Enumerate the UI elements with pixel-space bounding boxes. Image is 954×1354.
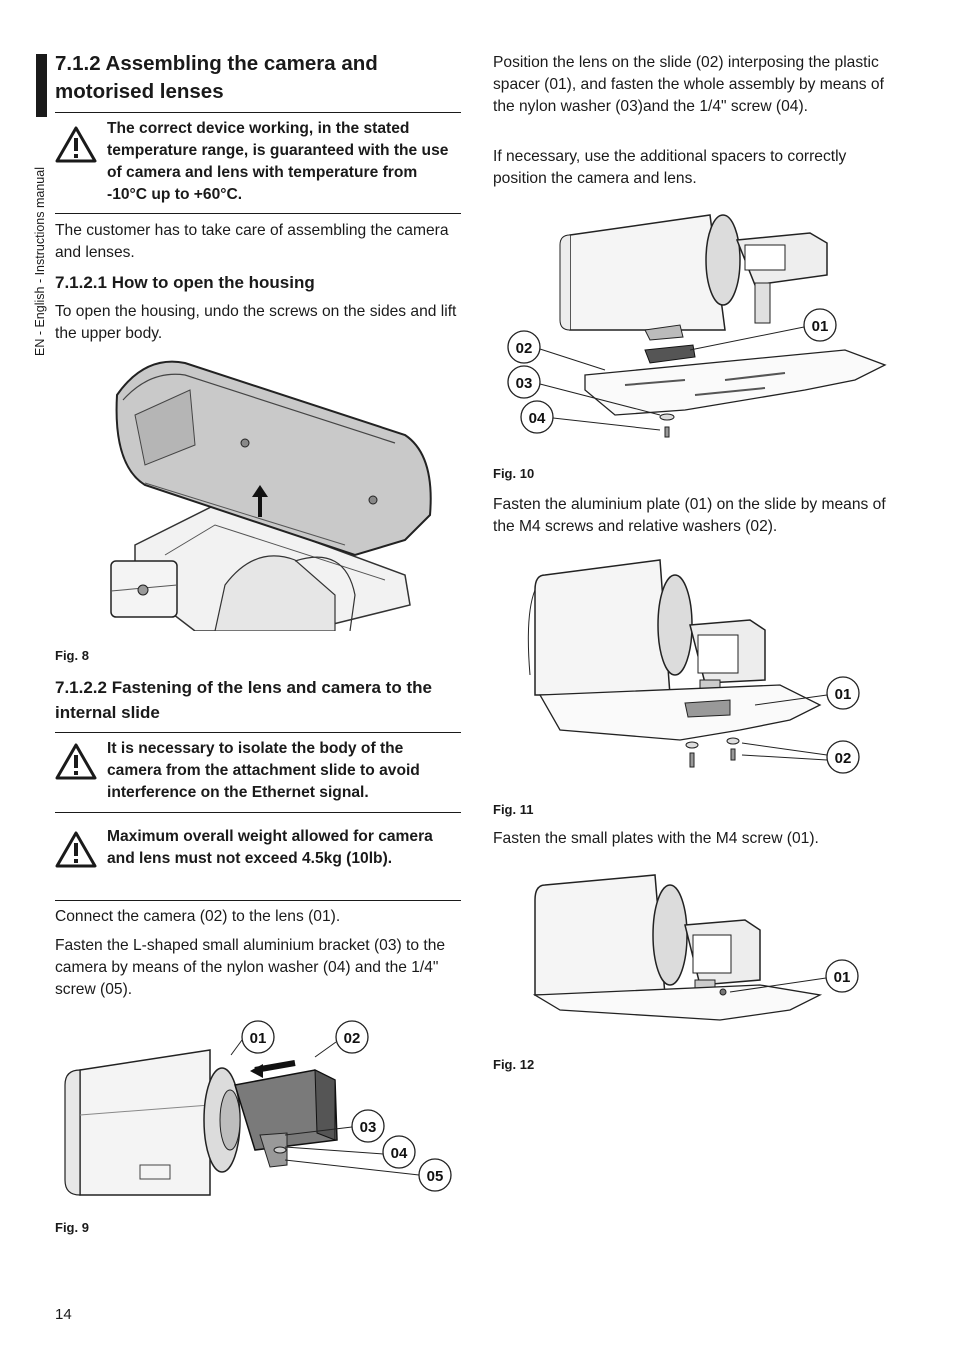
callout-label: 03: [516, 375, 533, 392]
intro-text: The customer has to take care of assembl…: [55, 222, 449, 261]
callout-label: 04: [391, 1145, 408, 1162]
warning-text-3: Maximum overall weight allowed for camer…: [107, 828, 433, 867]
divider: [55, 112, 461, 113]
callout-label: 01: [835, 686, 852, 703]
section-title: 7.1.2 Assembling the camera and motorise…: [55, 52, 378, 103]
figure-10-callouts: 01 02 03 04: [507, 308, 837, 434]
figure-9-caption: Fig. 9: [55, 1220, 89, 1235]
warning-text-2: It is necessary to isolate the body of t…: [107, 740, 420, 801]
warning-box-1: The correct device working, in the state…: [55, 118, 461, 206]
position-lens-text: Position the lens on the slide (02) inte…: [493, 54, 884, 115]
callout-label: 01: [834, 969, 851, 986]
divider: [55, 213, 461, 214]
page-number: 14: [55, 1306, 72, 1323]
warning-icon: [55, 831, 97, 868]
warning-box-3: Maximum overall weight allowed for camer…: [55, 826, 461, 870]
warning-text-1: The correct device working, in the state…: [107, 120, 449, 203]
callout-label: 01: [812, 318, 829, 335]
divider: [55, 812, 461, 813]
sidebar-label: EN - English - Instructions manual: [33, 167, 47, 356]
subsection-title-2: 7.1.2.2 Fastening of the lens and camera…: [55, 678, 432, 722]
callout-label: 03: [360, 1119, 377, 1136]
callout-label: 04: [529, 410, 546, 427]
figure-11-caption: Fig. 11: [493, 802, 534, 817]
callout-label: 01: [250, 1030, 267, 1047]
figure-9-callouts: 01 02 03 04 05: [241, 1020, 452, 1192]
left-column: 7.1.2 Assembling the camera and motorise…: [55, 50, 461, 106]
figure-12-caption: Fig. 12: [493, 1057, 535, 1072]
figure-10-slide-assembly: 01 02 03 04: [507, 214, 887, 438]
figure-10-caption: Fig. 10: [493, 466, 535, 481]
callout-label: 02: [835, 750, 852, 767]
small-plates-text: Fasten the small plates with the M4 scre…: [493, 830, 819, 847]
subsection-title-1: 7.1.2.1 How to open the housing: [55, 273, 315, 292]
callout-label: 05: [427, 1168, 444, 1185]
callout-label: 02: [344, 1030, 361, 1047]
warning-box-2: It is necessary to isolate the body of t…: [55, 738, 461, 804]
plate-text: Fasten the aluminium plate (01) on the s…: [493, 496, 886, 535]
figure-12-callouts: 01: [825, 959, 859, 993]
connect-text: Connect the camera (02) to the lens (01)…: [55, 908, 341, 925]
figure-8-housing: [110, 360, 432, 631]
figure-8-caption: Fig. 8: [55, 648, 89, 663]
open-housing-text: To open the housing, undo the screws on …: [55, 303, 457, 342]
warning-icon: [55, 126, 97, 163]
callout-label: 02: [516, 340, 533, 357]
bracket-text: Fasten the L-shaped small aluminium brac…: [55, 937, 446, 998]
section-marker-bar: [36, 54, 47, 117]
figure-11-callouts: 01 02: [826, 676, 860, 774]
figure-9-camera-lens: 01 02 03 04 05: [64, 1020, 452, 1196]
figure-12-small-plates: 01: [532, 874, 859, 1021]
divider: [55, 900, 461, 901]
figure-11-plate: 01 02: [527, 559, 860, 774]
spacers-text: If necessary, use the additional spacers…: [493, 148, 847, 187]
divider: [55, 732, 461, 733]
warning-icon: [55, 743, 97, 780]
